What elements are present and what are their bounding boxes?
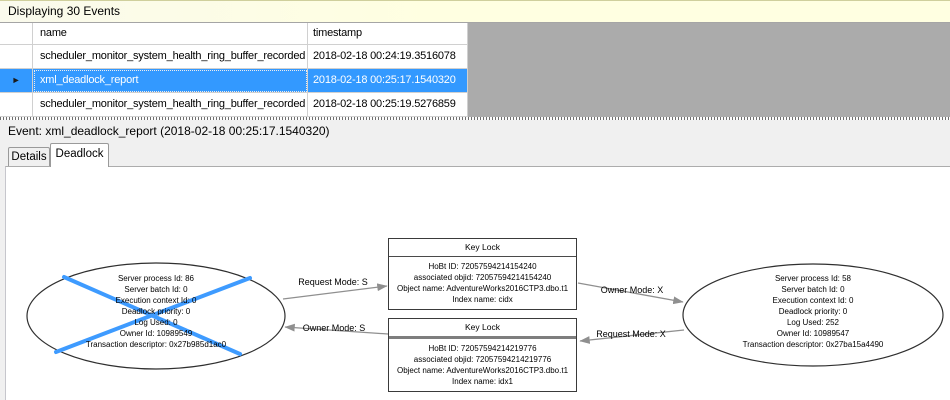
events-grid: name timestamp scheduler_monitor_system_… bbox=[0, 23, 468, 117]
server-process-id: Server process Id: 58 bbox=[774, 274, 852, 283]
lock-object-name: Object name: AdventureWorks2016CTP3.dbo.… bbox=[396, 284, 569, 293]
log-used: Log Used: 252 bbox=[786, 318, 840, 327]
selected-event-label: Event: xml_deadlock_report (2018-02-18 0… bbox=[0, 121, 950, 143]
key-lock-node-bottom[interactable]: Key Lock HoBt ID: 72057594214219776 asso… bbox=[388, 318, 577, 392]
lock-hobt-id: HoBt ID: 72057594214219776 bbox=[428, 344, 537, 353]
key-lock-node-top[interactable]: Key Lock HoBt ID: 72057594214154240 asso… bbox=[388, 238, 577, 310]
row-selector-cell[interactable]: ► bbox=[0, 69, 33, 93]
edge-label-request-x: Request Mode: X bbox=[596, 329, 666, 339]
execution-context-id: Execution context Id: 0 bbox=[772, 296, 854, 305]
transaction-descriptor: Transaction descriptor: 0x27b985d1ac0 bbox=[85, 340, 227, 349]
row-selector-cell[interactable] bbox=[0, 93, 33, 117]
log-used: Log Used: 0 bbox=[134, 318, 178, 327]
event-name-cell[interactable]: xml_deadlock_report bbox=[33, 69, 308, 93]
lock-hobt-id: HoBt ID: 72057594214154240 bbox=[428, 262, 537, 271]
grid-empty-area bbox=[468, 23, 950, 117]
event-timestamp-cell[interactable]: 2018-02-18 00:25:19.5276859 bbox=[308, 93, 468, 117]
edge-label-owner-x: Owner Mode: X bbox=[600, 285, 664, 295]
tab-details[interactable]: Details bbox=[8, 147, 50, 166]
deadlock-priority: Deadlock priority: 0 bbox=[121, 307, 191, 316]
event-name-cell[interactable]: scheduler_monitor_system_health_ring_buf… bbox=[33, 45, 308, 69]
victim-process-details: Server process Id: 86 Server batch Id: 0… bbox=[21, 273, 291, 350]
pane-splitter[interactable] bbox=[0, 117, 950, 120]
event-name-cell[interactable]: scheduler_monitor_system_health_ring_buf… bbox=[33, 93, 308, 117]
lock-index-name: Index name: cidx bbox=[452, 295, 513, 304]
edge-label-owner-s: Owner Mode: S bbox=[302, 323, 366, 333]
lock-object-name: Object name: AdventureWorks2016CTP3.dbo.… bbox=[396, 366, 569, 375]
surviving-process-details: Server process Id: 58 Server batch Id: 0… bbox=[678, 273, 948, 350]
owner-id: Owner Id: 10989547 bbox=[776, 329, 850, 338]
row-selector-cell[interactable] bbox=[0, 45, 33, 69]
lock-title: Key Lock bbox=[389, 319, 576, 339]
owner-id: Owner Id: 10989549 bbox=[119, 329, 193, 338]
grid-corner-cell bbox=[0, 23, 33, 45]
lock-associated-objid: associated objid: 72057594214219776 bbox=[413, 355, 552, 364]
execution-context-id: Execution context Id: 0 bbox=[115, 296, 197, 305]
event-timestamp-cell[interactable]: 2018-02-18 00:25:17.1540320 bbox=[308, 69, 468, 93]
current-row-indicator-icon: ► bbox=[11, 75, 21, 85]
lock-index-name: Index name: idx1 bbox=[452, 377, 513, 386]
event-timestamp-cell[interactable]: 2018-02-18 00:24:19.3516078 bbox=[308, 45, 468, 69]
server-batch-id: Server batch Id: 0 bbox=[781, 285, 845, 294]
lock-associated-objid: associated objid: 72057594214154240 bbox=[413, 273, 552, 282]
events-info-text: Displaying 30 Events bbox=[8, 4, 121, 18]
transaction-descriptor: Transaction descriptor: 0x27ba15a4490 bbox=[742, 340, 884, 349]
server-batch-id: Server batch Id: 0 bbox=[124, 285, 188, 294]
deadlock-priority: Deadlock priority: 0 bbox=[778, 307, 848, 316]
edge-label-request-s: Request Mode: S bbox=[298, 277, 368, 287]
column-header-timestamp[interactable]: timestamp bbox=[308, 23, 468, 45]
lock-title: Key Lock bbox=[389, 239, 576, 257]
column-header-name[interactable]: name bbox=[33, 23, 308, 45]
tab-deadlock[interactable]: Deadlock bbox=[50, 143, 109, 167]
server-process-id: Server process Id: 86 bbox=[117, 274, 195, 283]
events-info-bar: Displaying 30 Events bbox=[0, 0, 950, 23]
